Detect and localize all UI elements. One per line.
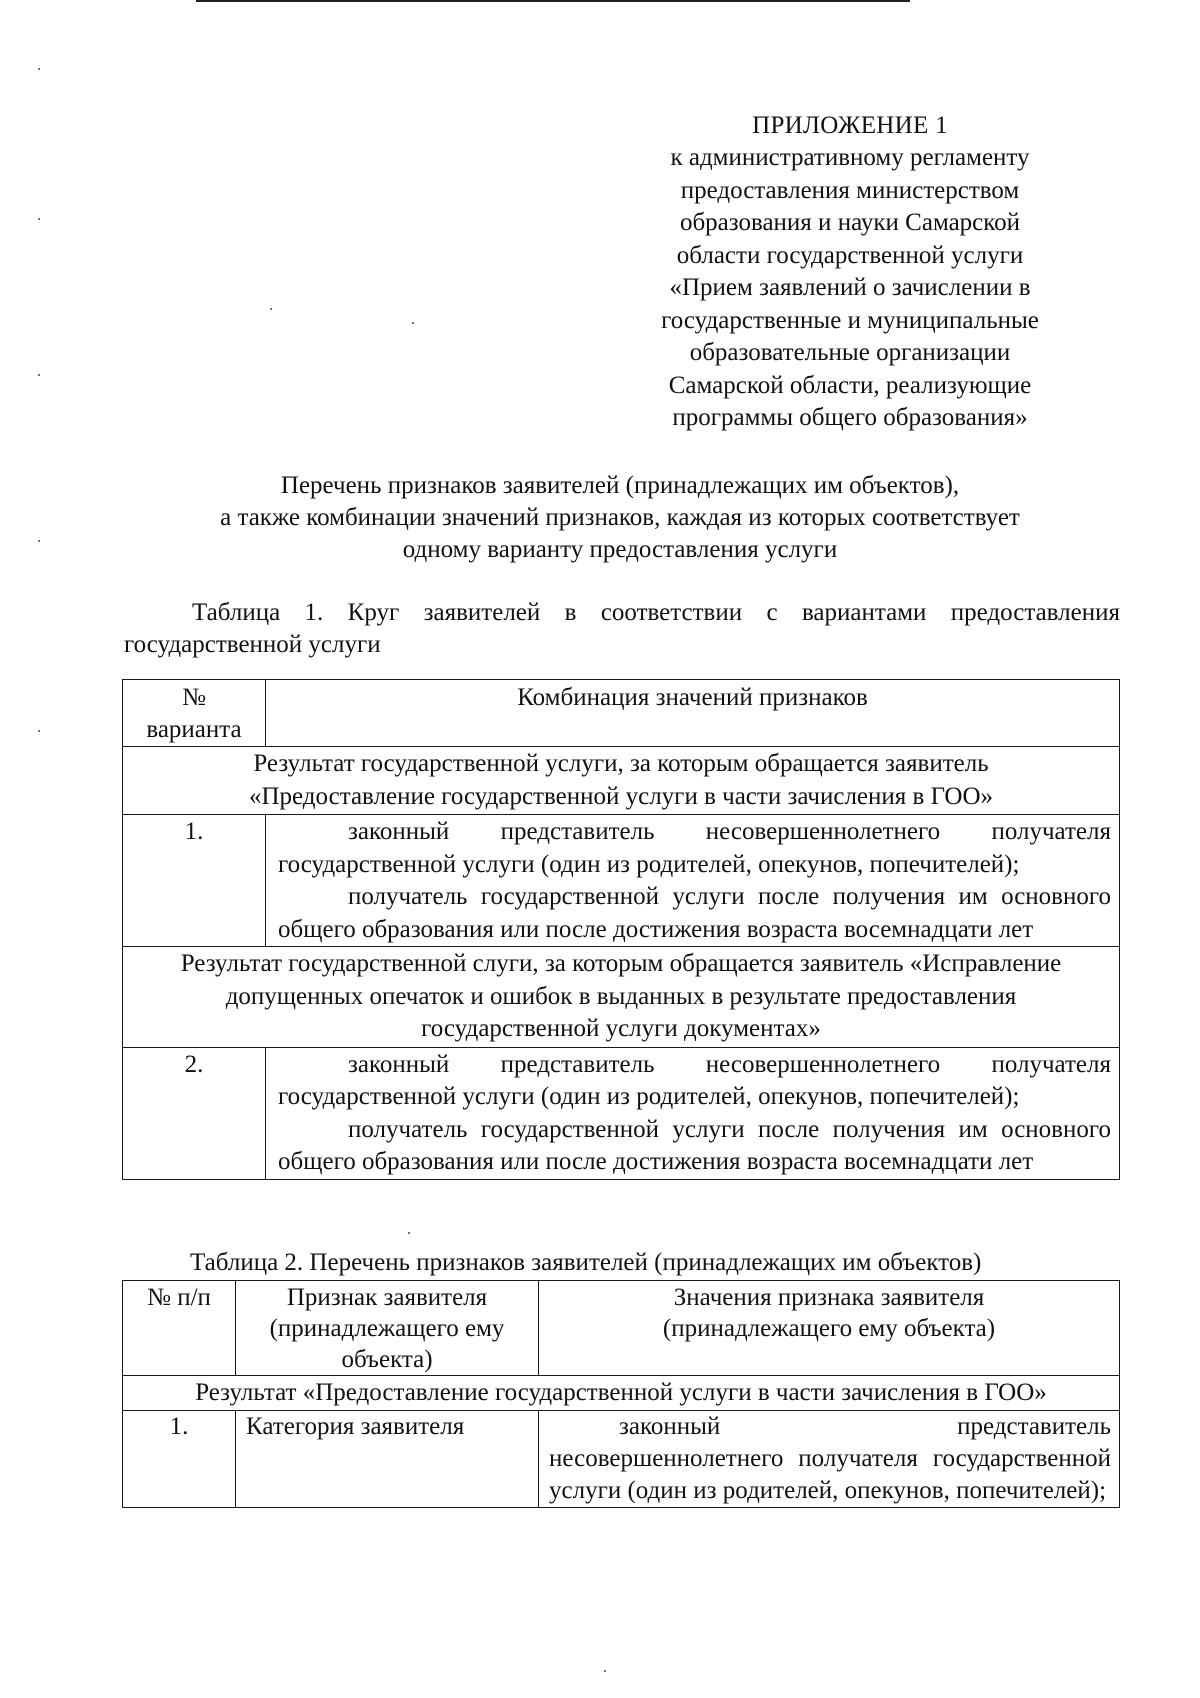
scan-speck <box>270 308 272 310</box>
section-title: Результат государственной услуги, за кот… <box>122 746 1120 815</box>
header-row-number: № п/п <box>122 1280 236 1376</box>
document-heading: Перечень признаков заявителей (принадлеж… <box>120 470 1120 566</box>
heading-line: Перечень признаков заявителей (принадлеж… <box>280 472 960 499</box>
appendix-block: ПРИЛОЖЕНИЕ 1 к административному регламе… <box>630 110 1070 435</box>
attribute-name: Категория заявителя <box>235 1410 539 1508</box>
header-variant-number: № варианта <box>122 679 266 747</box>
header-cell-text: (принадлежащего ему <box>269 1315 505 1342</box>
appendix-line: «Прием заявлений о зачислении в <box>669 274 1031 301</box>
table-applicants-by-variant: № варианта Комбинация значений признаков… <box>122 679 1120 1180</box>
top-border-line <box>196 0 910 2</box>
combination-values: законный представитель несовершеннолетне… <box>265 814 1120 947</box>
appendix-line: области государственной услуги <box>676 241 1024 269</box>
combination-item: законный представитель несовершеннолетне… <box>278 818 1111 878</box>
table-header-row: № варианта Комбинация значений признаков <box>122 679 1120 747</box>
combination-values: законный представитель несовершеннолетне… <box>265 1046 1120 1180</box>
header-attribute: Признак заявителя (принадлежащего ему об… <box>235 1280 539 1376</box>
appendix-line: к административному регламенту <box>670 144 1030 171</box>
header-combination: Комбинация значений признаков <box>265 679 1120 747</box>
attribute-value-text: законный представитель несовершеннолетне… <box>549 1413 1111 1504</box>
section-row: Результат государственной услуги, за кот… <box>122 746 1120 815</box>
table2-caption: Таблица 2. Перечень признаков заявителей… <box>190 1249 982 1276</box>
combination-item: законный представитель несовершеннолетне… <box>278 1050 1111 1111</box>
scan-speck <box>38 374 40 376</box>
appendix-line: предоставления министерством <box>680 176 1020 204</box>
table-row: 1. Категория заявителя законный представ… <box>122 1410 1120 1508</box>
heading-line: одному варианту предоставления услуги <box>402 536 838 563</box>
table1-caption: Таблица 1. Круг заявителей в соответстви… <box>124 599 1120 658</box>
table-row: 1. законный представитель несовершенноле… <box>122 814 1120 947</box>
combination-item: получатель государственной услуги после … <box>278 883 1111 943</box>
appendix-line: образования и науки Самарской <box>679 209 1021 236</box>
section-title: Результат «Предоставление государственно… <box>122 1375 1120 1411</box>
attribute-value: законный представитель несовершеннолетне… <box>538 1410 1120 1508</box>
header-attribute-values: Значения признака заявителя (принадлежащ… <box>538 1280 1120 1376</box>
scan-speck <box>408 1232 410 1234</box>
row-number: 1. <box>122 1410 236 1508</box>
header-cell-text: Признак заявителя <box>286 1284 488 1311</box>
header-cell-text: (принадлежащего ему объекта) <box>662 1315 996 1342</box>
appendix-line: Самарской области, реализующие <box>668 371 1032 399</box>
header-cell-text: объекта) <box>341 1346 433 1373</box>
table-row: 2. законный представитель несовершенноле… <box>122 1046 1120 1180</box>
table-applicant-attributes: № п/п Признак заявителя (принадлежащего … <box>122 1280 1120 1508</box>
table-header-row: № п/п Признак заявителя (принадлежащего … <box>122 1280 1120 1376</box>
variant-number: 2. <box>122 1046 266 1180</box>
combination-item: получатель государственной услуги после … <box>278 1115 1111 1176</box>
appendix-title: ПРИЛОЖЕНИЕ 1 <box>752 112 948 139</box>
scan-speck <box>604 1670 606 1672</box>
scan-speck <box>38 218 40 220</box>
section-row: Результат «Предоставление государственно… <box>122 1375 1120 1411</box>
header-cell-text: Значения признака заявителя <box>673 1284 985 1311</box>
appendix-line: программы общего образования» <box>672 404 1028 431</box>
heading-line: а также комбинации значений признаков, к… <box>220 504 1020 531</box>
header-cell-text: варианта <box>146 716 242 743</box>
scan-speck <box>38 730 40 732</box>
variant-number: 1. <box>122 814 266 947</box>
appendix-line: государственные и муниципальные <box>661 306 1039 334</box>
header-cell-text: № <box>182 684 206 711</box>
appendix-line: образовательные организации <box>689 339 1011 366</box>
section-row: Результат государственной слуги, за кото… <box>122 946 1120 1048</box>
scan-speck <box>412 322 414 324</box>
scan-speck <box>38 540 40 542</box>
section-title: Результат государственной слуги, за кото… <box>122 946 1120 1048</box>
scan-speck <box>38 68 40 70</box>
